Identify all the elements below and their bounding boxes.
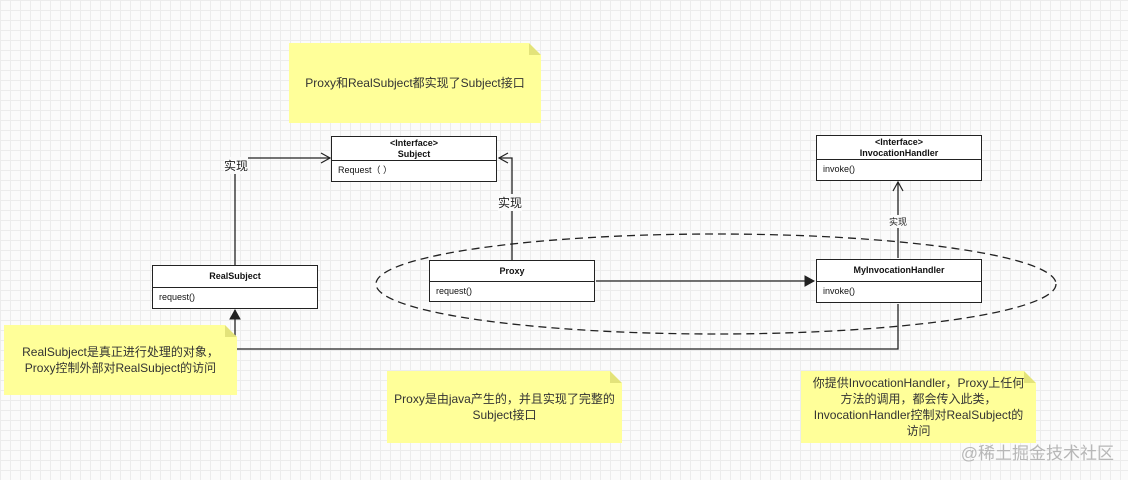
handler-to-realsubject	[229, 304, 899, 350]
class-name: RealSubject	[209, 271, 261, 281]
proxy-implements-subject	[497, 152, 513, 260]
class-header: RealSubject	[153, 266, 317, 288]
class-members: Request（ ）	[338, 165, 393, 175]
class-header: <Interface> InvocationHandler	[817, 136, 981, 160]
class-members: request()	[159, 292, 196, 302]
note-text: 你提供InvocationHandler，Proxy上任何 方法的调用，都会传入…	[812, 376, 1025, 438]
class-stereotype: <Interface>	[389, 137, 439, 148]
class-my-invocation-handler[interactable]: MyInvocationHandler invoke()	[816, 259, 982, 303]
class-members: request()	[436, 286, 473, 296]
class-subject[interactable]: <Interface> Subject Request（ ）	[331, 136, 497, 182]
class-name: MyInvocationHandler	[853, 265, 945, 275]
note-text: Proxy和RealSubject都实现了Subject接口	[305, 76, 525, 90]
note-proxy: Proxy是由java产生的，并且实现了完整的 Subject接口	[387, 371, 622, 443]
class-header: Proxy	[430, 261, 594, 282]
class-members: invoke()	[823, 286, 856, 296]
edge-label-realsubject: 实现	[224, 157, 249, 174]
class-header: MyInvocationHandler	[817, 260, 981, 282]
watermark: @稀土掘金技术社区	[960, 444, 1114, 463]
class-proxy[interactable]: Proxy request()	[429, 260, 595, 302]
note-text: Proxy是由java产生的，并且实现了完整的 Subject接口	[394, 392, 615, 422]
class-members: invoke()	[823, 164, 856, 174]
note-common-interface: Proxy和RealSubject都实现了Subject接口	[289, 43, 541, 123]
note-text: RealSubject是真正进行处理的对象， Proxy控制外部对RealSub…	[22, 345, 219, 375]
note-invocation-handler: 你提供InvocationHandler，Proxy上任何 方法的调用，都会传入…	[801, 371, 1036, 443]
edge-label-proxy: 实现	[498, 194, 523, 211]
class-invocation-handler[interactable]: <Interface> InvocationHandler invoke()	[816, 135, 982, 181]
note-realsubject: RealSubject是真正进行处理的对象， Proxy控制外部对RealSub…	[4, 325, 237, 395]
realsubject-implements-subject	[234, 152, 332, 265]
proxy-group-ellipse	[375, 233, 1057, 335]
class-stereotype: <Interface>	[874, 136, 924, 147]
class-real-subject[interactable]: RealSubject request()	[152, 265, 318, 309]
class-name: Proxy	[499, 265, 525, 276]
edge-label-handler: 实现	[889, 215, 908, 228]
class-name: InvocationHandler	[859, 147, 939, 158]
class-name: Subject	[397, 148, 431, 159]
class-header: <Interface> Subject	[332, 137, 496, 161]
